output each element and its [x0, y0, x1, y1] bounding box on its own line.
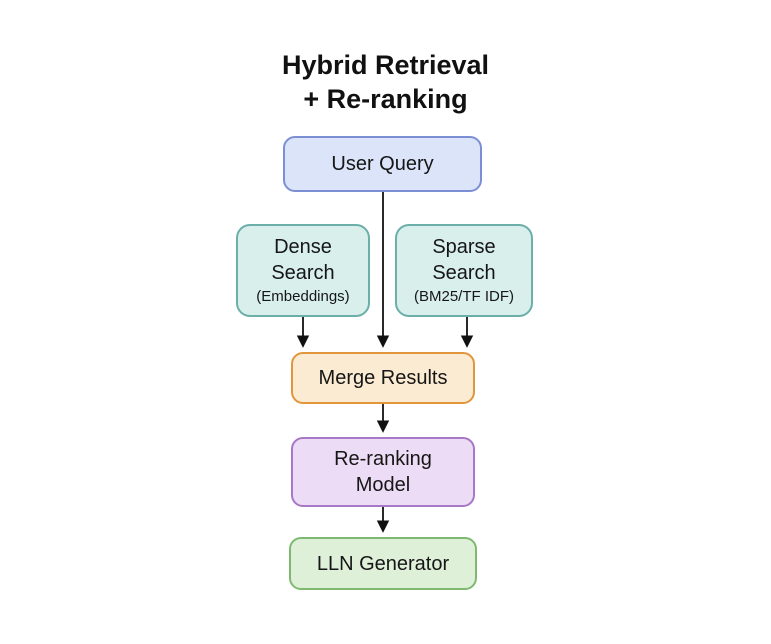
node-dense-search: Dense Search (Embeddings)	[236, 224, 370, 317]
node-dense-search-sublabel: (Embeddings)	[256, 288, 350, 305]
node-user-query-label: User Query	[331, 153, 434, 175]
title-line-1: Hybrid Retrieval	[281, 50, 490, 80]
node-sparse-search-sublabel: (BM25/TF IDF)	[414, 288, 514, 305]
node-reranking-model: Re-ranking Model	[291, 437, 475, 507]
node-lln-generator-label: LLN Generator	[316, 552, 450, 575]
diagram-title: Hybrid Retrieval + Re-ranking	[0, 48, 771, 116]
node-user-query: User Query	[283, 136, 482, 192]
node-dense-search-label: Dense Search	[271, 236, 335, 284]
node-merge-results: Merge Results	[291, 352, 475, 404]
node-reranking-model-label: Re-ranking Model	[334, 448, 432, 496]
node-lln-generator: LLN Generator	[289, 537, 477, 590]
node-merge-results-label: Merge Results	[318, 367, 448, 389]
node-sparse-search-label: Sparse Search	[432, 236, 496, 284]
title-line-2: + Re-ranking	[303, 84, 468, 114]
node-sparse-search: Sparse Search (BM25/TF IDF)	[395, 224, 533, 317]
